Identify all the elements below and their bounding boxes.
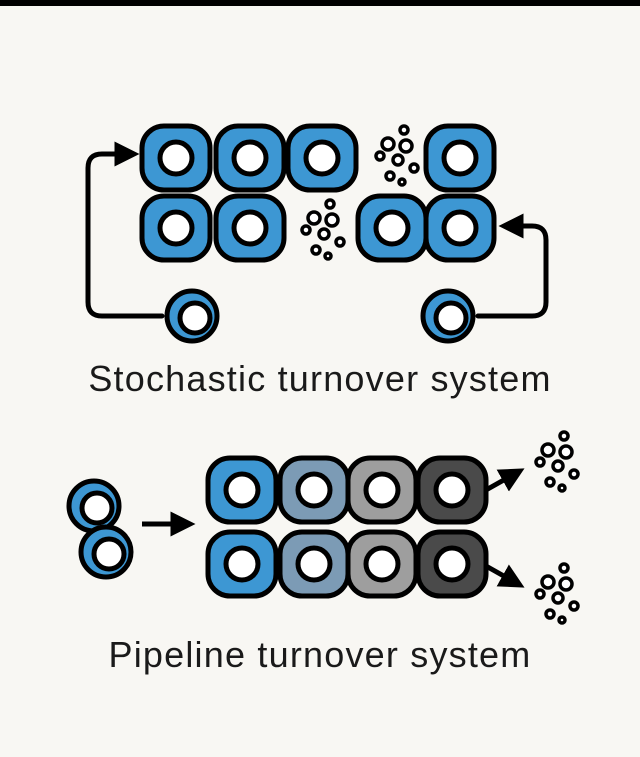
dying-cell-debris [300, 198, 346, 261]
stem-cell-right [420, 288, 476, 344]
stem-cell [164, 288, 220, 344]
stochastic-cell [285, 123, 359, 193]
output-arrow-top [484, 468, 525, 493]
stochastic-cell [355, 193, 429, 263]
pipeline-cell [415, 455, 489, 525]
stem-cell-upper [66, 478, 122, 534]
stochastic-cell [213, 193, 287, 263]
pipeline-cell [345, 529, 419, 599]
stochastic-cell [139, 193, 213, 263]
stochastic-cell-grid [139, 123, 497, 263]
top-border [0, 0, 640, 6]
pipeline-cell [205, 529, 279, 599]
stem-cell-lower [78, 524, 134, 580]
right-renewal-arrow [475, 213, 549, 319]
pipeline-cell [345, 455, 419, 525]
stochastic-cell [139, 123, 213, 193]
stochastic-diagram [85, 123, 549, 344]
stochastic-cell [423, 193, 497, 263]
pipeline-caption: Pipeline turnover system [108, 634, 532, 675]
left-renewal-arrow [85, 141, 165, 319]
dividing-stem-cell [66, 478, 134, 580]
stochastic-caption: Stochastic turnover system [88, 358, 552, 399]
output-arrow-bottom [484, 563, 525, 588]
pipeline-cell [415, 529, 489, 599]
pipeline-cell [277, 455, 351, 525]
pipeline-diagram [66, 430, 580, 625]
stochastic-cell [213, 123, 287, 193]
pipeline-cell-grid [205, 455, 489, 599]
shed-cell-debris [534, 430, 580, 493]
stochastic-cell [423, 123, 497, 193]
pipeline-cell [277, 529, 351, 599]
stochastic-debris [300, 124, 420, 261]
pipeline-cell [205, 455, 279, 525]
shed-cell-debris [534, 562, 580, 625]
stem-cell [420, 288, 476, 344]
stem-cell-left [164, 288, 220, 344]
pipeline-debris [534, 430, 580, 625]
dying-cell-debris [374, 124, 420, 187]
